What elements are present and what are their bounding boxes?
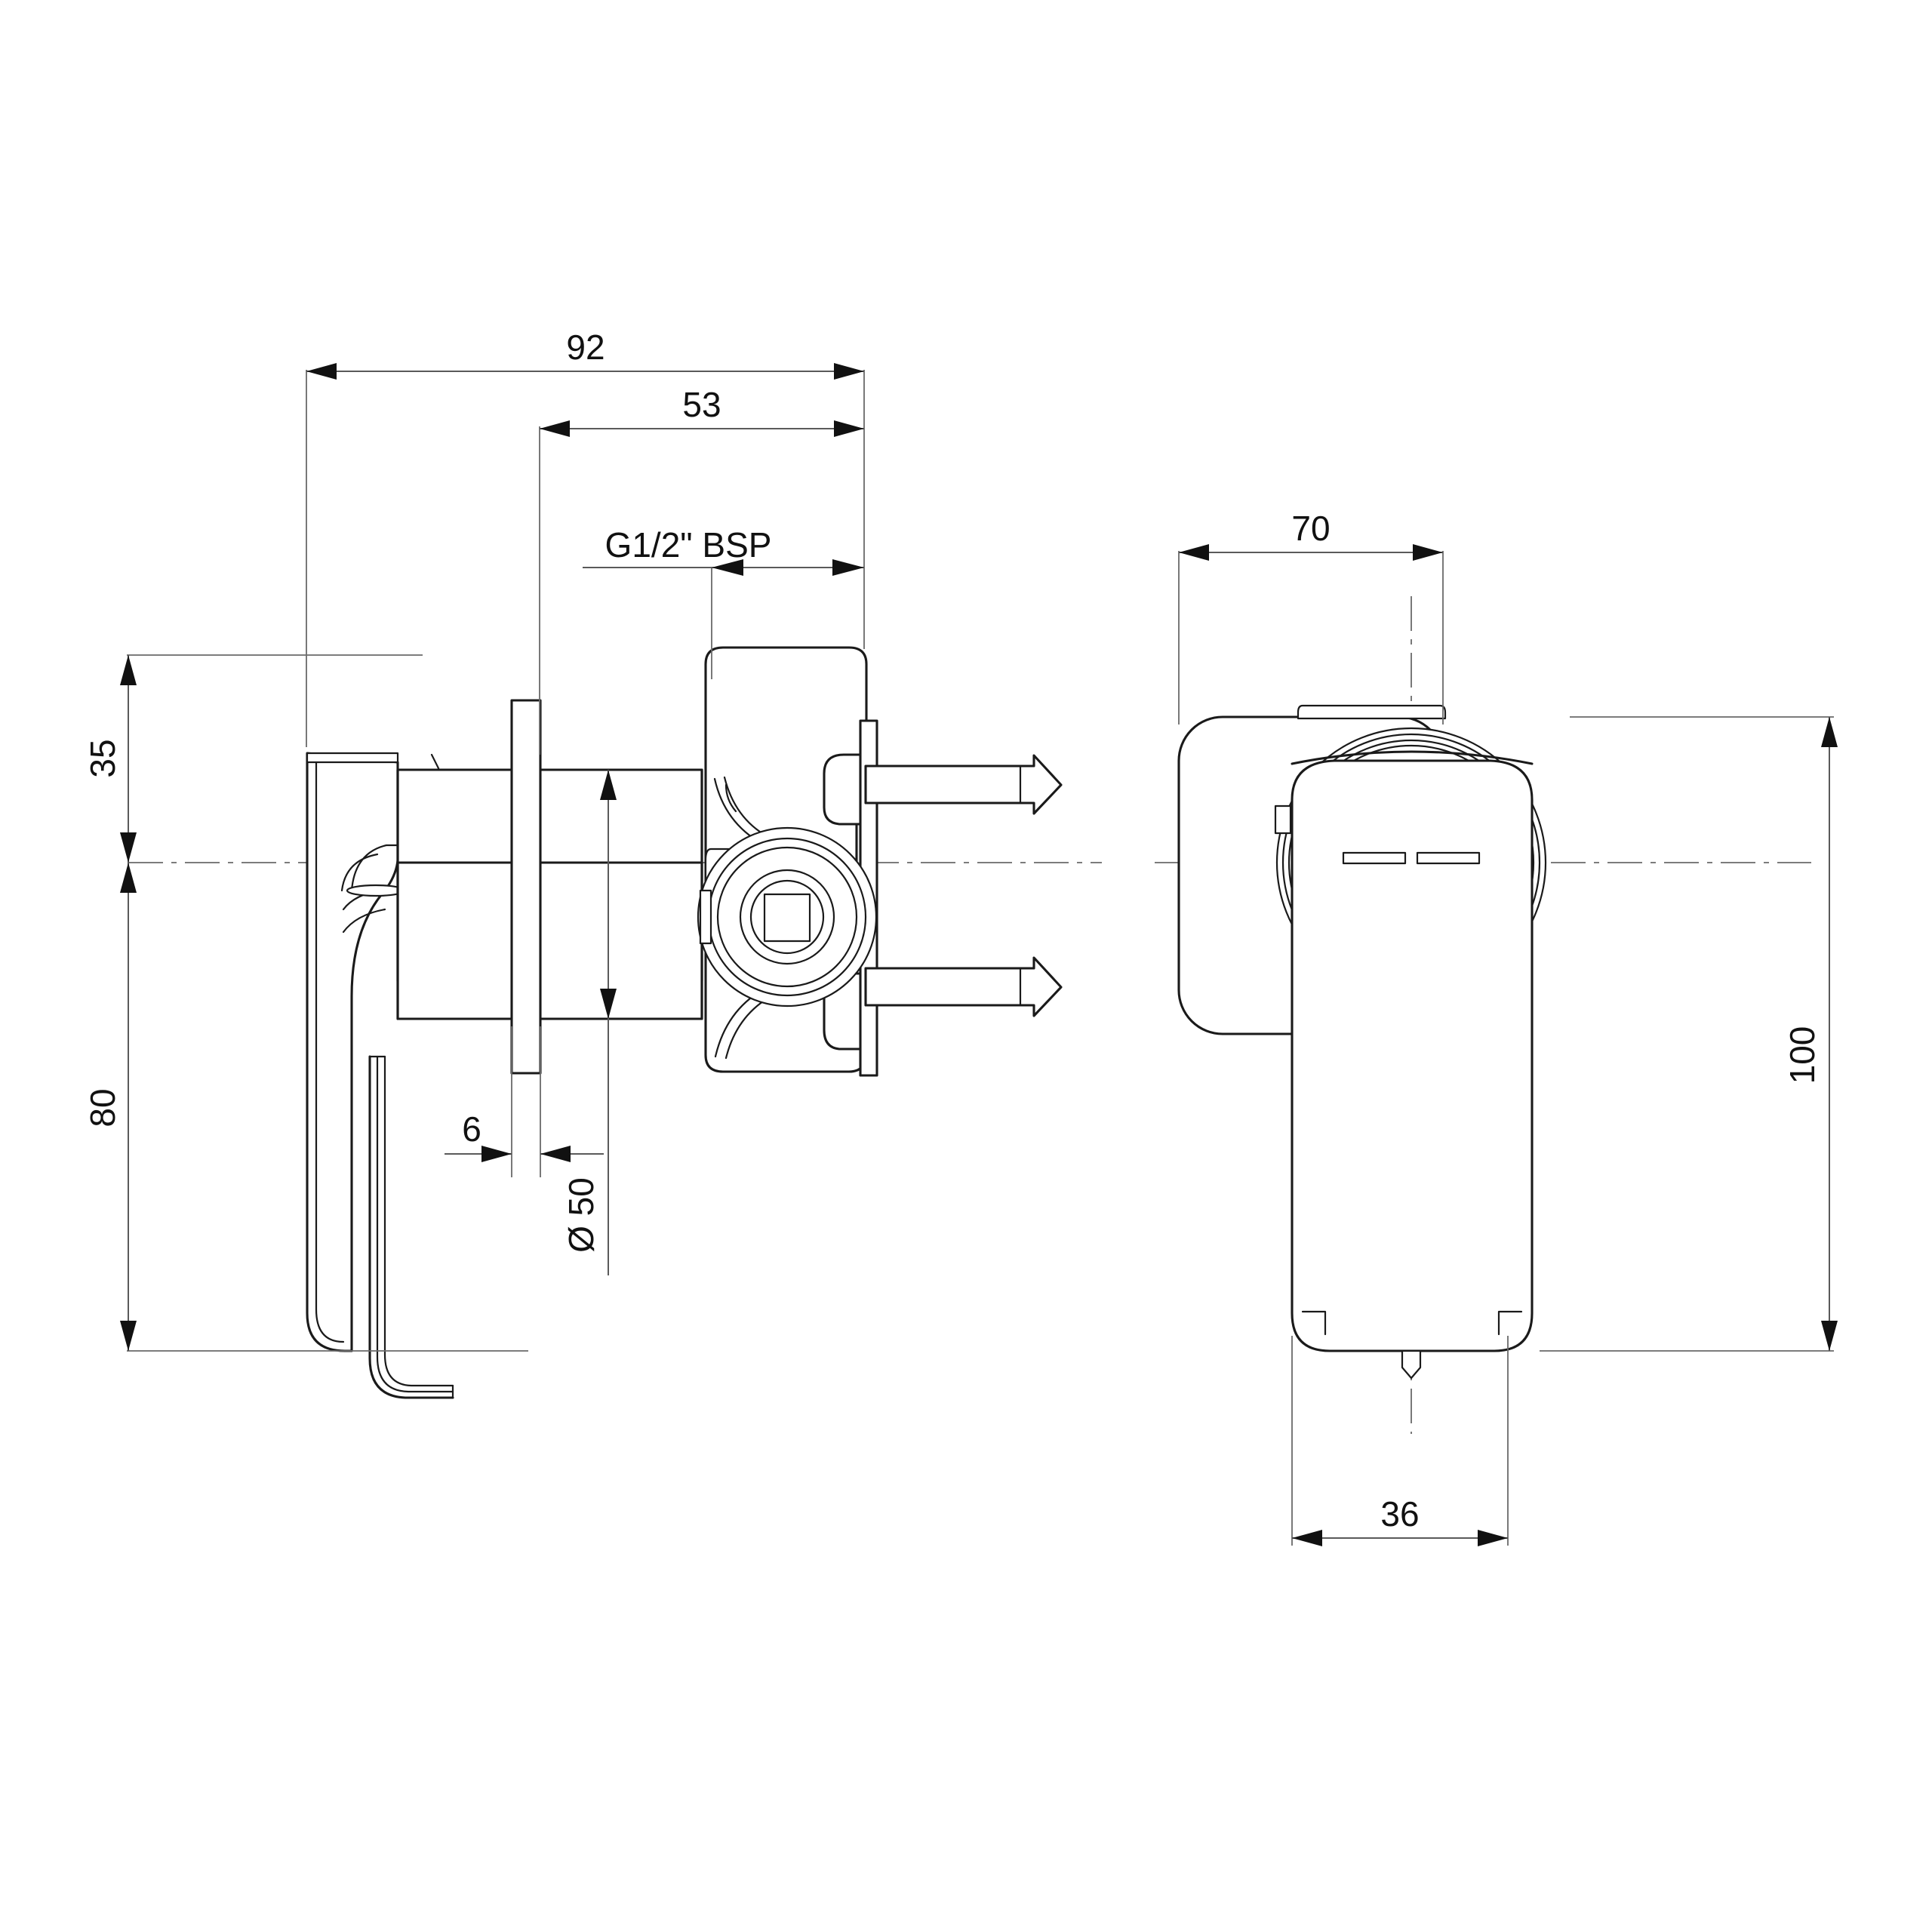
body-section-tick — [430, 753, 440, 770]
arrow-thread-right — [832, 559, 864, 576]
dim-label-80: 80 — [83, 1088, 122, 1127]
handle-face-slot-right — [1416, 851, 1481, 865]
lever-handle-inner — [383, 1055, 454, 1387]
plate-top-tab — [1297, 704, 1447, 720]
dim-label-100: 100 — [1783, 1026, 1822, 1084]
dim-label-36: 36 — [1380, 1494, 1419, 1534]
valve-body-outline — [396, 768, 703, 1020]
arrow-dia50-top — [600, 770, 617, 800]
arrow-70-right — [1413, 544, 1443, 561]
handle-bottom-right-chamfer — [1497, 1310, 1523, 1336]
dim-label-70: 70 — [1291, 509, 1330, 548]
arrow-53-right — [834, 420, 864, 437]
arrow-36-left — [1292, 1530, 1322, 1546]
arrow-thread-left — [712, 559, 743, 576]
arrow-35-bottom — [120, 832, 137, 863]
escutcheon-top-lip — [306, 752, 399, 764]
arrow-92-right — [834, 363, 864, 380]
arrow-92-left — [306, 363, 337, 380]
arrow-100-bottom — [1821, 1321, 1838, 1351]
arrow-6-right — [540, 1146, 571, 1162]
dimension-group-front-view: 70 100 36 — [1178, 509, 1838, 1546]
fixing-screw-lower — [864, 956, 1063, 1017]
arrow-100-top — [1821, 717, 1838, 747]
cartridge-circle-5 — [749, 879, 825, 955]
escutcheon-curve-lower — [340, 853, 379, 892]
arrow-53-left — [540, 420, 570, 437]
arrow-70-left — [1179, 544, 1209, 561]
lever-handle-outer — [368, 1055, 454, 1399]
side-section-view — [128, 646, 1102, 1399]
cartridge-key-slot — [699, 889, 712, 945]
handle-bottom-left-chamfer — [1301, 1310, 1327, 1336]
lever-handle-top-arc — [1291, 750, 1534, 765]
dim-label-35: 35 — [83, 739, 122, 777]
cartridge-square-spindle — [763, 893, 811, 943]
lever-handle-inner2 — [376, 1055, 454, 1393]
escutcheon-plate-inner-edge — [315, 757, 345, 1343]
arrow-dia50-bottom — [600, 989, 617, 1019]
grub-screw-pip — [1401, 1349, 1422, 1380]
cartridge-housing-inner-left — [724, 783, 737, 813]
arrow-6-left — [481, 1146, 512, 1162]
dim-label-6: 6 — [462, 1109, 481, 1149]
escutcheon-seal-ellipse — [346, 884, 406, 897]
arrow-80-bottom — [120, 1321, 137, 1351]
handle-face-slot — [1342, 851, 1407, 865]
escutcheon-plate — [306, 752, 399, 1352]
cartridge-circle-3 — [716, 846, 858, 988]
cartridge-circle-4 — [739, 869, 835, 965]
lever-handle-front — [1291, 759, 1534, 1352]
handle-base-notch — [1274, 804, 1292, 835]
front-elevation-view — [1155, 596, 1811, 1434]
valve-body-cylinder-lower — [396, 861, 703, 1020]
dim-label-92: 92 — [566, 328, 605, 367]
dim-label-thread: G1/2" BSP — [605, 525, 772, 565]
dimension-group-side-view: 92 53 G1/2" BSP 35 80 6 — [83, 328, 865, 1352]
arrow-80-top — [120, 863, 137, 893]
fixing-screw-upper — [864, 754, 1063, 815]
arrow-35-top — [120, 655, 137, 685]
retaining-flange-disc — [510, 699, 542, 1075]
arrow-36-right — [1478, 1530, 1508, 1546]
dim-label-53: 53 — [682, 385, 721, 424]
dim-label-dia50: Ø 50 — [561, 1177, 601, 1253]
escutcheon-curve-mid2 — [342, 908, 386, 934]
